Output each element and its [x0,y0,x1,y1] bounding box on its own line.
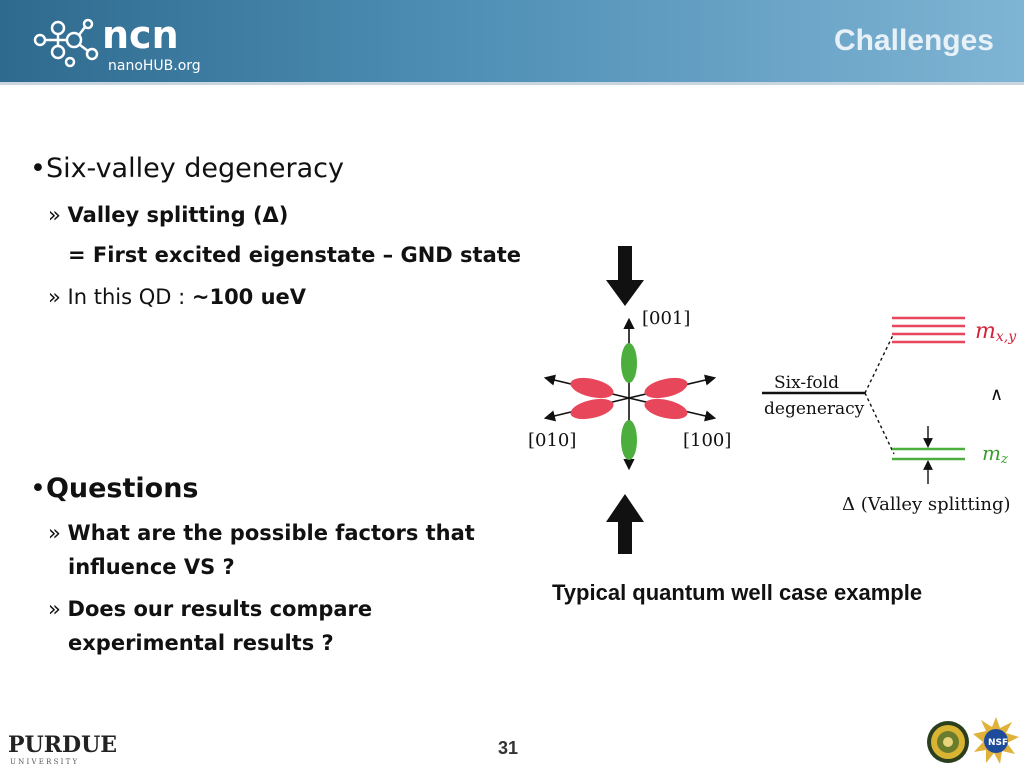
sub-bullet-marker: » [48,285,61,309]
bullet-text: Questions [45,473,199,504]
sub-line-definition: = First excited eigenstate – GND state [68,238,521,272]
figure-caption: Typical quantum well case example [552,580,923,605]
purdue-logo: PURDUE U N I V E R S I T Y [8,732,116,766]
ncn-logo: ncn nanoHUB.org [33,13,201,74]
valley-x-left-lower [570,398,614,420]
definition-text: = First excited eigenstate – GND state [68,243,522,267]
question-1-line-1: What are the possible factors that [67,521,475,545]
valley-x-left-upper [570,377,614,399]
purdue-wordmark: PURDUE [8,732,116,758]
page-number: 31 [498,738,519,758]
qd-value-text: ~100 ueV [191,285,307,309]
valley-y-right-lower [644,398,688,420]
sub-bullet-text: Valley splitting (Δ) [67,203,289,227]
mxy-label: mx,y [975,319,1017,345]
sub-bullet-qd-value: » In this QD : ~100 ueV [48,280,306,314]
question-2-line-2: experimental results ? [68,631,334,655]
bullet-six-valley: •Six-valley degeneracy [30,153,344,184]
sub-bullet-marker: » [48,597,61,621]
bullet-text: Six-valley degeneracy [45,153,344,184]
valley-y-right-upper [644,377,688,399]
valley-z-top [621,343,637,383]
sub-bullet-question-2: » Does our results compare [48,592,372,626]
question-2-line-1: Does our results compare [67,597,373,621]
dashed-link-lower [864,392,895,455]
wedge-symbol: ∧ [990,384,1003,405]
label-001: [001] [642,308,690,329]
sub-bullet-marker: » [48,521,61,545]
question-1-line-2: influence VS ? [68,555,235,579]
sub-bullet-marker: » [48,203,61,227]
sub-bullet-question-2-cont: experimental results ? [68,626,334,660]
nsf-text: NSF [988,738,1008,748]
valley-splitting-label: Δ (Valley splitting) [842,494,1011,515]
sixfold-label-line1: Six-fold [774,373,839,393]
slide-title: Challenges [833,24,994,57]
molecule-icon [33,18,99,68]
mz-label: mz [982,441,1008,467]
sub-bullet-valley-splitting: » Valley splitting (Δ) [48,198,288,232]
header-bar [0,0,1024,82]
sub-bullet-question-1: » What are the possible factors that [48,516,475,550]
logo-subtext: nanoHUB.org [108,58,201,74]
valley-diagram: [001] [010] [100] Six-fold degeneracy mx… [528,246,1017,554]
sixfold-label-line2: degeneracy [764,399,865,419]
sub-bullet-question-1-cont: influence VS ? [68,550,235,584]
valley-z-bottom [621,420,637,460]
dashed-link-upper [864,332,895,394]
label-010: [010] [528,430,576,451]
purdue-university-text: U N I V E R S I T Y [10,758,77,766]
seal-emblem-icon [927,721,969,763]
qd-prefix-text: In this QD : [67,285,192,309]
logo-text: ncn [102,13,179,57]
arrow-up-block-icon [606,494,644,554]
bullet-questions: •Questions [30,473,199,504]
header-divider [0,82,1024,85]
label-100: [100] [683,430,731,451]
nsf-logo-icon: NSF [973,717,1019,764]
arrow-down-block-icon [606,246,644,306]
